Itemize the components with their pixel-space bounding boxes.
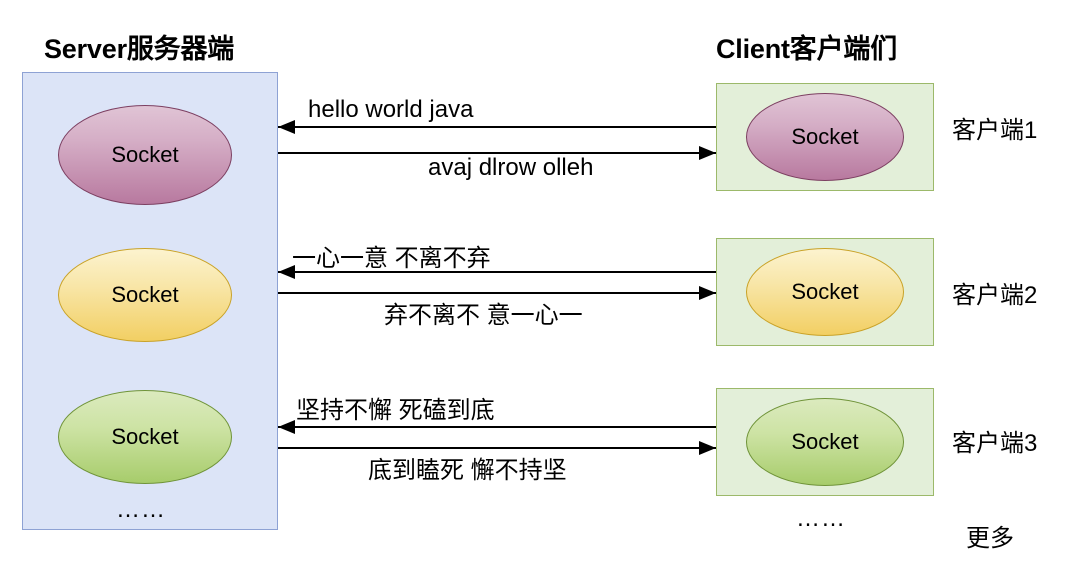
flow-3-to-client-arrow-line: [278, 447, 716, 449]
flow-2-to-server-label: 一心一意 不离不弃: [292, 245, 491, 272]
flow-1-to-client-label: avaj dlrow olleh: [428, 154, 594, 181]
flow-3-to-server-arrow-head-icon: [278, 420, 295, 434]
flow-1-to-client-arrow-line: [278, 152, 716, 154]
flow-3-to-client-label: 底到瞌死 懈不持坚: [368, 457, 567, 484]
client-title: Client客户端们: [716, 34, 898, 64]
client-socket-1: Socket: [746, 93, 904, 181]
server-socket-2: Socket: [58, 248, 232, 342]
flow-2-to-client-arrow-head-icon: [699, 286, 716, 300]
flow-3-to-client-arrow-head-icon: [699, 441, 716, 455]
more-clients-label: 更多: [966, 525, 1014, 552]
client-name-1: 客户端1: [952, 117, 1038, 144]
client-socket-3: Socket: [746, 398, 904, 486]
flow-2-to-server-arrow-line: [278, 271, 716, 273]
flow-2-to-client-label: 弃不离不 意一心一: [384, 302, 583, 329]
flow-1-to-server-arrow-head-icon: [278, 120, 295, 134]
flow-2-to-server-arrow-head-icon: [278, 265, 295, 279]
flow-1-to-server-arrow-line: [278, 126, 716, 128]
client-name-2: 客户端2: [952, 282, 1038, 309]
flow-3-to-server-label: 坚持不懈 死磕到底: [296, 397, 495, 424]
flow-3-to-server-arrow-line: [278, 426, 716, 428]
flow-1-to-client-arrow-head-icon: [699, 146, 716, 160]
server-socket-3: Socket: [58, 390, 232, 484]
client-ellipsis: ……: [796, 505, 846, 532]
server-title: Server服务器端: [44, 34, 235, 64]
server-ellipsis: ……: [116, 496, 166, 523]
client-socket-2: Socket: [746, 248, 904, 336]
client-name-3: 客户端3: [952, 430, 1038, 457]
server-socket-1: Socket: [58, 105, 232, 205]
flow-1-to-server-label: hello world java: [308, 96, 474, 123]
flow-2-to-client-arrow-line: [278, 292, 716, 294]
